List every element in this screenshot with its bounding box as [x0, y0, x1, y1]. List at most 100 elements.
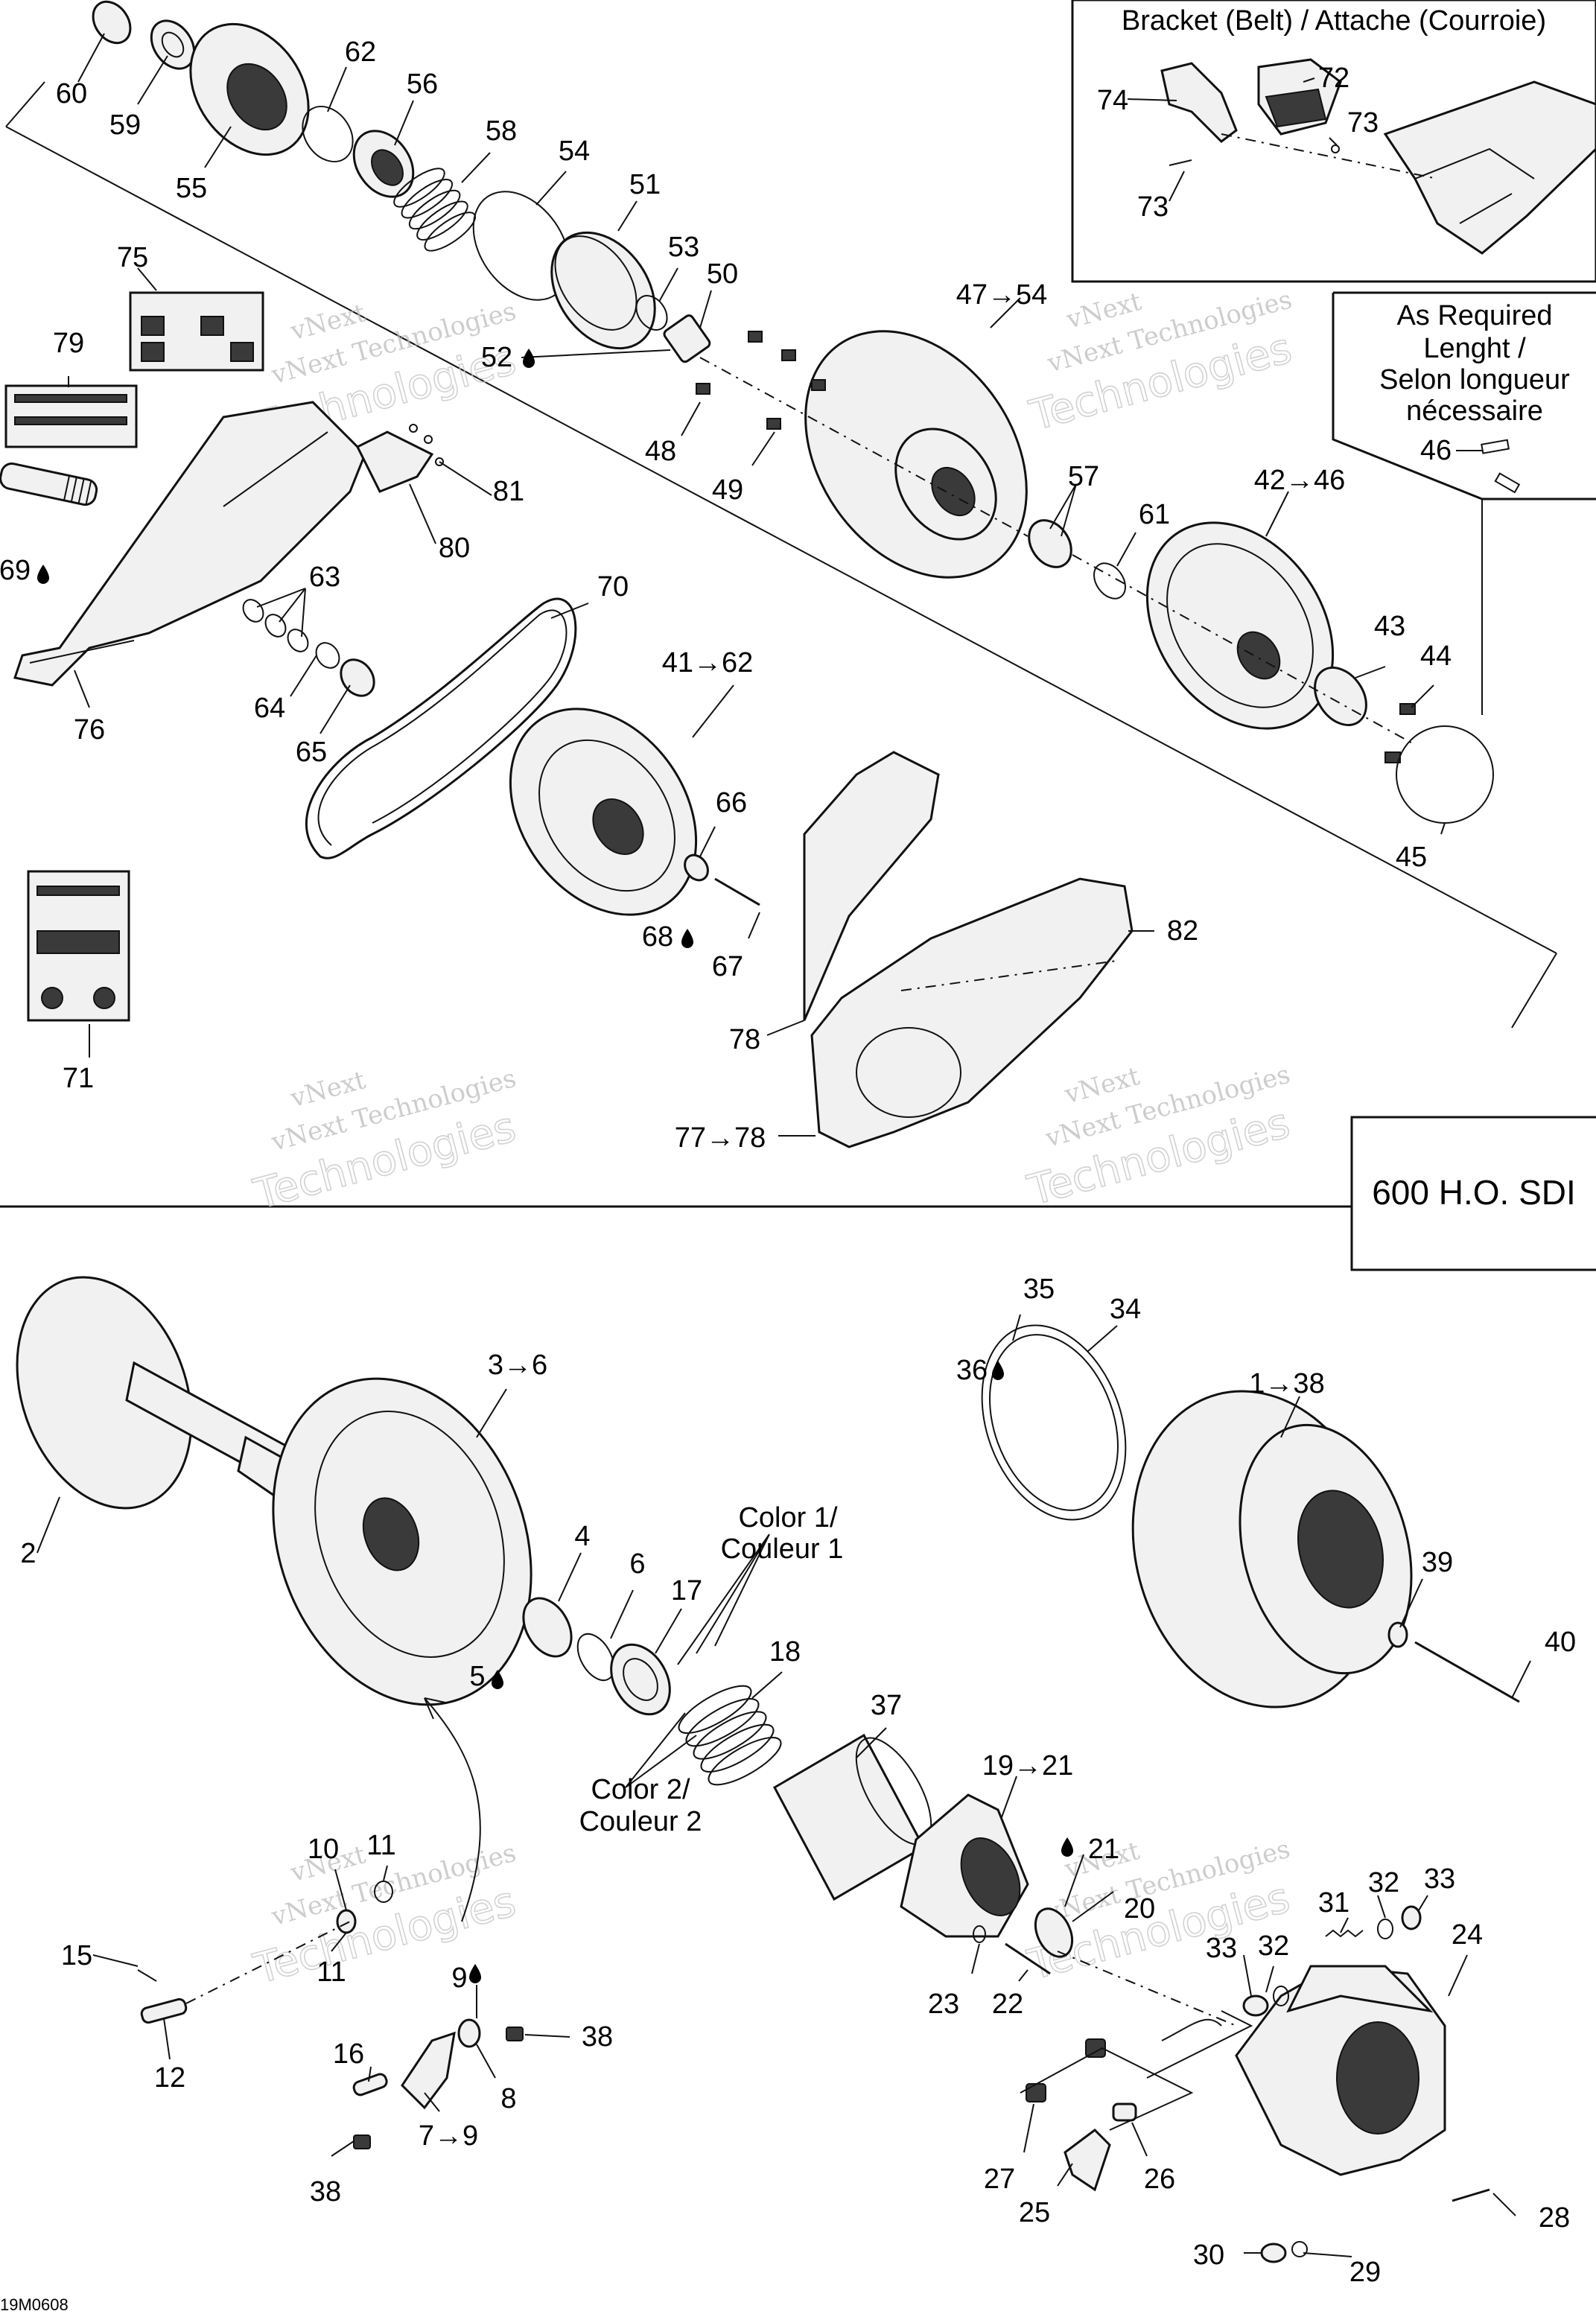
- callout: 58: [486, 115, 517, 147]
- callout: 48: [645, 436, 676, 467]
- callout: 65: [296, 737, 327, 768]
- color2-label-b: Couleur 2: [579, 1806, 702, 1837]
- callout: 49: [712, 474, 743, 506]
- callout: 55: [176, 173, 207, 204]
- drop-icon: [1061, 1837, 1073, 1857]
- callout: 42→46: [1254, 465, 1346, 496]
- callout: 43: [1374, 611, 1405, 642]
- figure-code: 19M0608: [0, 2295, 69, 2314]
- callout: 26: [1144, 2164, 1175, 2195]
- callout: 46: [1420, 435, 1452, 466]
- callout: 30: [1193, 2240, 1224, 2271]
- callout: 5: [469, 1661, 485, 1692]
- callout: 4: [574, 1521, 590, 1552]
- callout: 51: [629, 169, 661, 200]
- drop-icon: [681, 929, 693, 948]
- drop-icon: [37, 565, 49, 584]
- callout-labels: 60 59 55 62 56 58 54 51 53 50 52 75 79 4…: [0, 36, 1576, 2288]
- callout: 67: [712, 951, 743, 982]
- color2-label-a: Color 2/: [591, 1774, 690, 1805]
- model-box: 600 H.O. SDI: [1350, 1116, 1596, 1271]
- callout: 22: [992, 1989, 1023, 2020]
- callout: 41→62: [662, 647, 754, 678]
- diagonal-border-start: [5, 81, 45, 127]
- callout: 45: [1396, 842, 1427, 873]
- callout: 24: [1452, 1919, 1483, 1951]
- callout: 9: [451, 1962, 467, 1994]
- callout: 3→6: [488, 1350, 547, 1381]
- callout: 16: [333, 2038, 364, 2070]
- bottom-section-parts: [16, 1276, 1520, 2263]
- callout: 37: [871, 1690, 902, 1721]
- callout: 70: [597, 571, 629, 603]
- callout: 56: [407, 69, 438, 100]
- callout: 27: [984, 2164, 1015, 2195]
- callout: 62: [345, 36, 376, 68]
- drop-icon: [492, 1670, 503, 1689]
- as-required-box: As Required Lenght / Selon longueur néce…: [1332, 291, 1596, 715]
- callout: 11: [366, 1830, 395, 1861]
- callout: 21: [1088, 1834, 1119, 1865]
- callout: 18: [769, 1636, 801, 1668]
- model-label: 600 H.O. SDI: [1372, 1173, 1576, 1212]
- lubricant-drop-icons: [37, 349, 1073, 1983]
- callout: 53: [668, 232, 699, 263]
- callout: 32: [1368, 1867, 1399, 1898]
- callout: 6: [629, 1548, 645, 1580]
- leader-lines: [36, 33, 1531, 2257]
- callout: 81: [493, 476, 524, 507]
- bracket-box: Bracket (Belt) / Attache (Courroie): [1071, 0, 1596, 283]
- callout: 60: [56, 78, 87, 109]
- color-labels: Color 1/ Couleur 1 Color 2/ Couleur 2: [579, 1502, 844, 1837]
- callout: 39: [1422, 1547, 1453, 1578]
- as-required-line2: Lenght /: [1423, 333, 1526, 364]
- callout: 38: [582, 2021, 613, 2053]
- callout: 34: [1110, 1294, 1141, 1325]
- callout: 31: [1318, 1887, 1349, 1919]
- callout: 76: [74, 714, 105, 746]
- callout: 28: [1539, 2202, 1570, 2234]
- callout: 15: [61, 1940, 92, 1971]
- callout: 20: [1124, 1893, 1155, 1924]
- callout: 36: [956, 1355, 988, 1386]
- callout: 38: [310, 2176, 341, 2207]
- callout: 29: [1349, 2257, 1381, 2288]
- callout: 73: [1347, 107, 1379, 139]
- callout: 82: [1167, 915, 1198, 947]
- callout: 50: [707, 258, 738, 290]
- drop-icon: [523, 349, 535, 368]
- callout: 40: [1545, 1627, 1576, 1658]
- callout: 80: [439, 533, 470, 564]
- callout: 79: [53, 328, 84, 359]
- callout: 74: [1097, 85, 1128, 116]
- callout: 7→9: [419, 2120, 478, 2152]
- callout: 23: [928, 1989, 959, 2020]
- diagonal-border: [5, 126, 1557, 954]
- callout: 73: [1137, 191, 1169, 223]
- callout: 61: [1139, 499, 1170, 530]
- callout: 59: [109, 109, 141, 141]
- callout: 66: [716, 787, 747, 819]
- callout: 47→54: [956, 279, 1048, 311]
- callout: 72: [1318, 63, 1349, 94]
- callout: 17: [671, 1575, 702, 1606]
- callout: 78: [729, 1024, 760, 1055]
- callout: 11: [317, 1957, 346, 1988]
- as-required-line3: Selon longueur: [1379, 364, 1570, 395]
- callout: 69: [0, 555, 31, 586]
- callout: 64: [254, 693, 285, 724]
- callout: 19→21: [982, 1750, 1074, 1781]
- callout: 25: [1019, 2197, 1050, 2228]
- callout: 52: [481, 342, 512, 373]
- callout: 2: [20, 1538, 36, 1569]
- callout: 10: [308, 1834, 339, 1865]
- callout: 75: [117, 242, 148, 273]
- callout: 44: [1420, 641, 1452, 672]
- callout: 77→78: [675, 1122, 766, 1154]
- as-required-line4: nécessaire: [1406, 395, 1543, 427]
- callout: 54: [559, 136, 590, 167]
- callout: 1→38: [1249, 1368, 1324, 1399]
- bracket-box-title: Bracket (Belt) / Attache (Courroie): [1122, 5, 1546, 36]
- color1-label-a: Color 1/: [738, 1502, 837, 1533]
